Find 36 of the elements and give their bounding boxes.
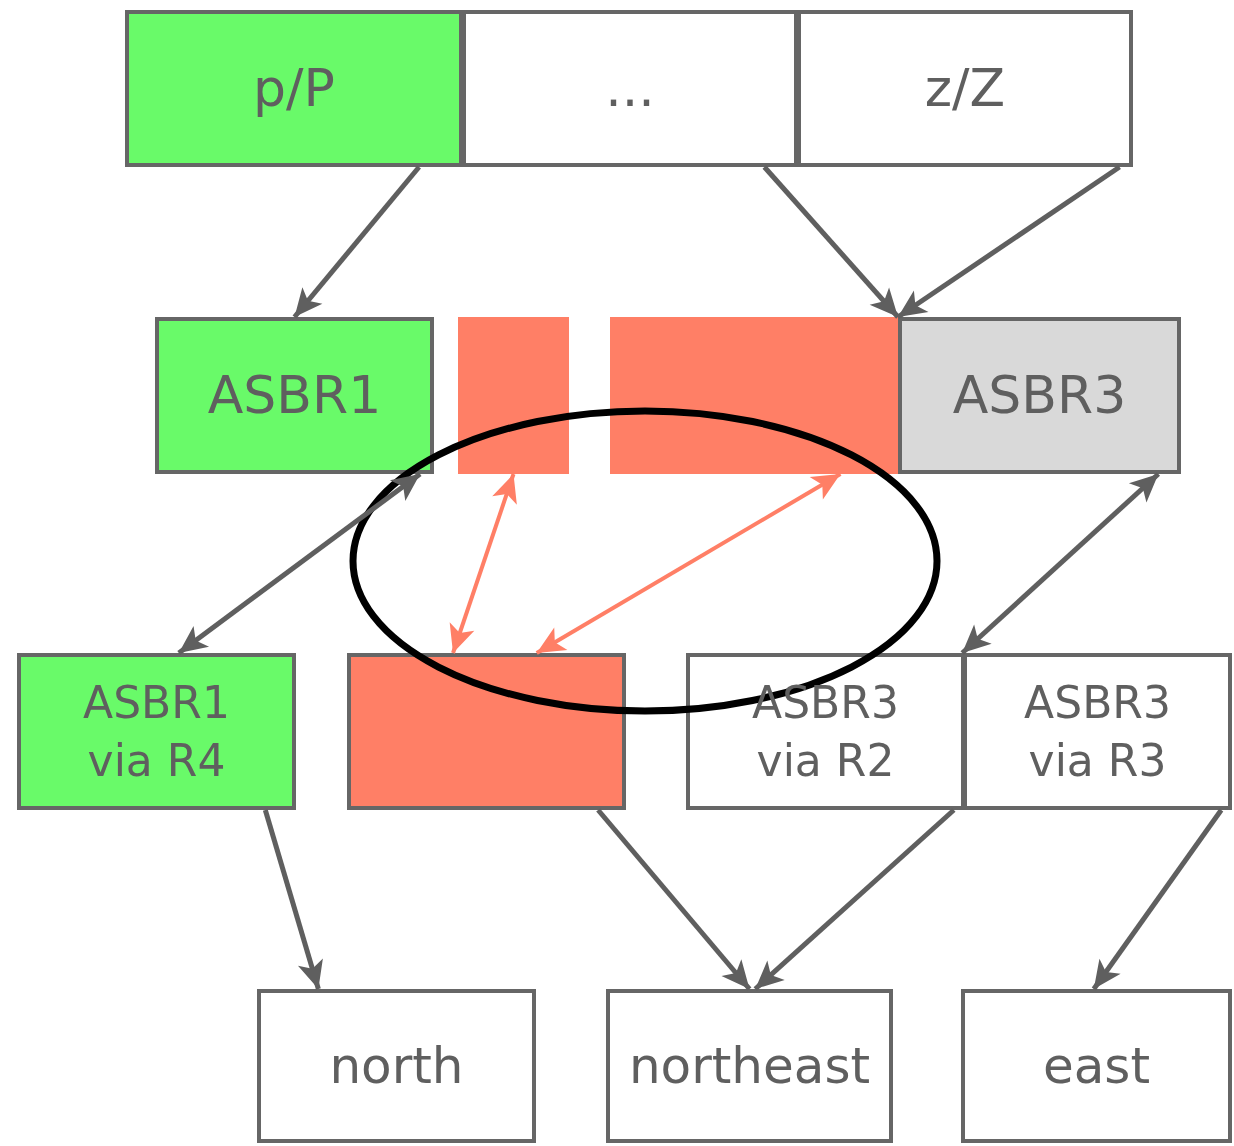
highlight-box [610, 317, 898, 474]
table-cell [961, 989, 1232, 1143]
arrow [753, 808, 956, 991]
arrow [762, 165, 900, 319]
table-cell [686, 653, 965, 810]
cell-label: ASBR3 via R3 [1023, 676, 1172, 788]
table-cell [606, 989, 893, 1143]
table-cell [125, 10, 463, 167]
arrow [896, 164, 1121, 320]
table-cell [257, 989, 536, 1143]
cell-label: ASBR1 [207, 363, 382, 427]
table-cell [155, 317, 434, 474]
highlight-box [347, 653, 626, 810]
table-cell [17, 653, 296, 810]
table-cell [898, 317, 1181, 474]
arrow [596, 808, 752, 991]
cell-label: northeast [628, 1035, 871, 1097]
cell-label: east [1042, 1035, 1151, 1097]
cell-label: ASBR3 [952, 363, 1127, 427]
cell-label: z/Z [924, 56, 1006, 120]
double-arrow [960, 472, 1161, 655]
cell-label: north [329, 1035, 464, 1097]
cell-label: ... [605, 56, 655, 120]
double-arrow [449, 473, 517, 654]
double-arrow [177, 472, 422, 655]
arrow [1091, 808, 1224, 991]
cell-label: ASBR1 via R4 [82, 676, 231, 788]
arrow [262, 809, 323, 990]
table-cell [797, 10, 1133, 167]
double-arrow [535, 472, 842, 655]
cell-label: ASBR3 via R2 [751, 676, 900, 788]
table-cell [462, 10, 798, 167]
arrow [292, 165, 421, 319]
table-cell [963, 653, 1232, 810]
cell-label: p/P [253, 56, 335, 120]
highlight-box [458, 317, 569, 474]
